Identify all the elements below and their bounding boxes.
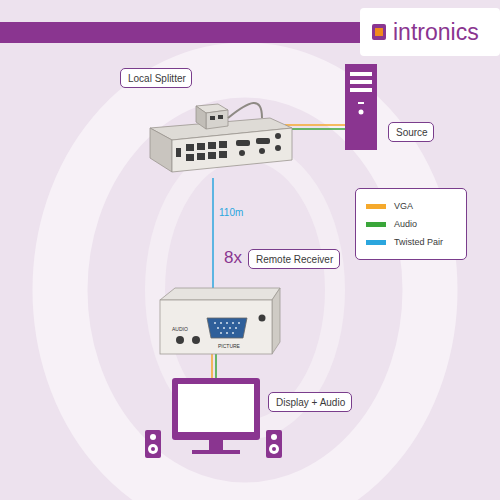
logo-mark: [372, 24, 386, 40]
audio-cable: [285, 128, 346, 130]
legend-text: VGA: [394, 201, 413, 211]
source-pc: [345, 64, 377, 150]
label-text: Remote Receiver: [256, 254, 332, 266]
legend-swatch: [366, 204, 386, 209]
legend-text: Twisted Pair: [394, 237, 443, 247]
legend-row: VGA: [366, 197, 456, 215]
device-label: Source: [388, 122, 434, 142]
display-monitor: [172, 378, 260, 454]
splitter-device: [150, 103, 292, 172]
port-label: AUDIO: [172, 326, 188, 332]
legend-swatch: [366, 222, 386, 227]
device-label: Display + Audio: [268, 392, 352, 412]
label-text: Source: [396, 127, 426, 139]
label-text: Local Splitter: [128, 73, 184, 85]
cable-length: 110m: [219, 207, 243, 218]
twisted-pair-cable: [212, 178, 214, 292]
legend-swatch: [366, 240, 386, 245]
audio-cable: [215, 352, 217, 378]
legend-row: Audio: [366, 215, 456, 233]
legend-text: Audio: [394, 219, 417, 229]
vga-cable: [285, 124, 346, 126]
label-text: Display + Audio: [276, 397, 344, 409]
speaker: [266, 430, 282, 458]
port-label: PICTURE: [218, 343, 240, 349]
legend-box: VGA AudioTwisted Pair: [355, 188, 467, 260]
quantity-label: 8x: [224, 248, 242, 268]
speaker: [145, 430, 161, 458]
vga-cable: [211, 352, 213, 378]
logo-mark: [375, 28, 383, 36]
device-label: Remote Receiver: [248, 249, 340, 269]
brand-logo: intronics: [393, 19, 479, 46]
device-label: Local Splitter: [120, 68, 192, 88]
logo-ground: [360, 8, 500, 56]
legend-row: Twisted Pair: [366, 233, 456, 251]
remote-receiver-device: [160, 288, 280, 354]
